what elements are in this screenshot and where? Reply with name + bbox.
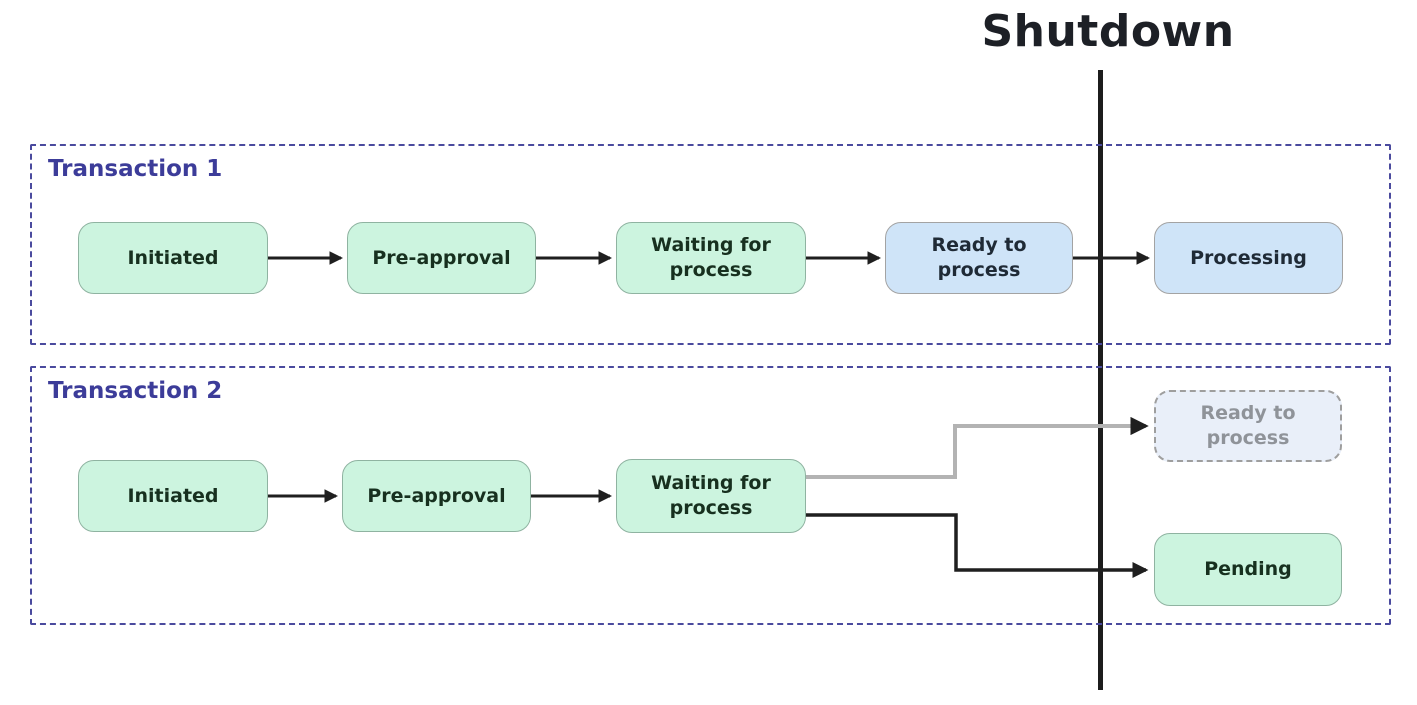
shutdown-title: Shutdown: [981, 6, 1235, 57]
node-label: Waiting for process: [651, 472, 771, 519]
node-t2-ready-to-process-skipped: Ready to process: [1154, 390, 1342, 462]
lane-transaction-2: Transaction 2: [30, 366, 1391, 625]
node-t2-preapproval: Pre-approval: [342, 460, 531, 532]
lane-transaction-2-label: Transaction 2: [48, 378, 223, 404]
node-t2-waiting-for-process: Waiting for process: [616, 459, 806, 533]
lane-transaction-1: Transaction 1: [30, 144, 1391, 345]
node-t1-preapproval: Pre-approval: [347, 222, 536, 294]
node-label: Ready to process: [931, 234, 1027, 281]
node-t2-pending: Pending: [1154, 533, 1342, 606]
node-t1-processing: Processing: [1154, 222, 1343, 294]
shutdown-cutoff-line: [1098, 70, 1103, 690]
node-t2-initiated: Initiated: [78, 460, 268, 532]
node-label: Pre-approval: [367, 484, 506, 507]
node-t1-waiting-for-process: Waiting for process: [616, 222, 806, 294]
node-label: Initiated: [127, 484, 219, 507]
node-t1-ready-to-process: Ready to process: [885, 222, 1073, 294]
node-label: Pre-approval: [372, 246, 511, 269]
lane-transaction-1-label: Transaction 1: [48, 156, 223, 182]
node-label: Ready to process: [1200, 402, 1296, 449]
node-label: Pending: [1204, 558, 1292, 581]
node-t1-initiated: Initiated: [78, 222, 268, 294]
node-label: Processing: [1190, 246, 1307, 269]
node-label: Waiting for process: [651, 234, 771, 281]
node-label: Initiated: [127, 246, 219, 269]
